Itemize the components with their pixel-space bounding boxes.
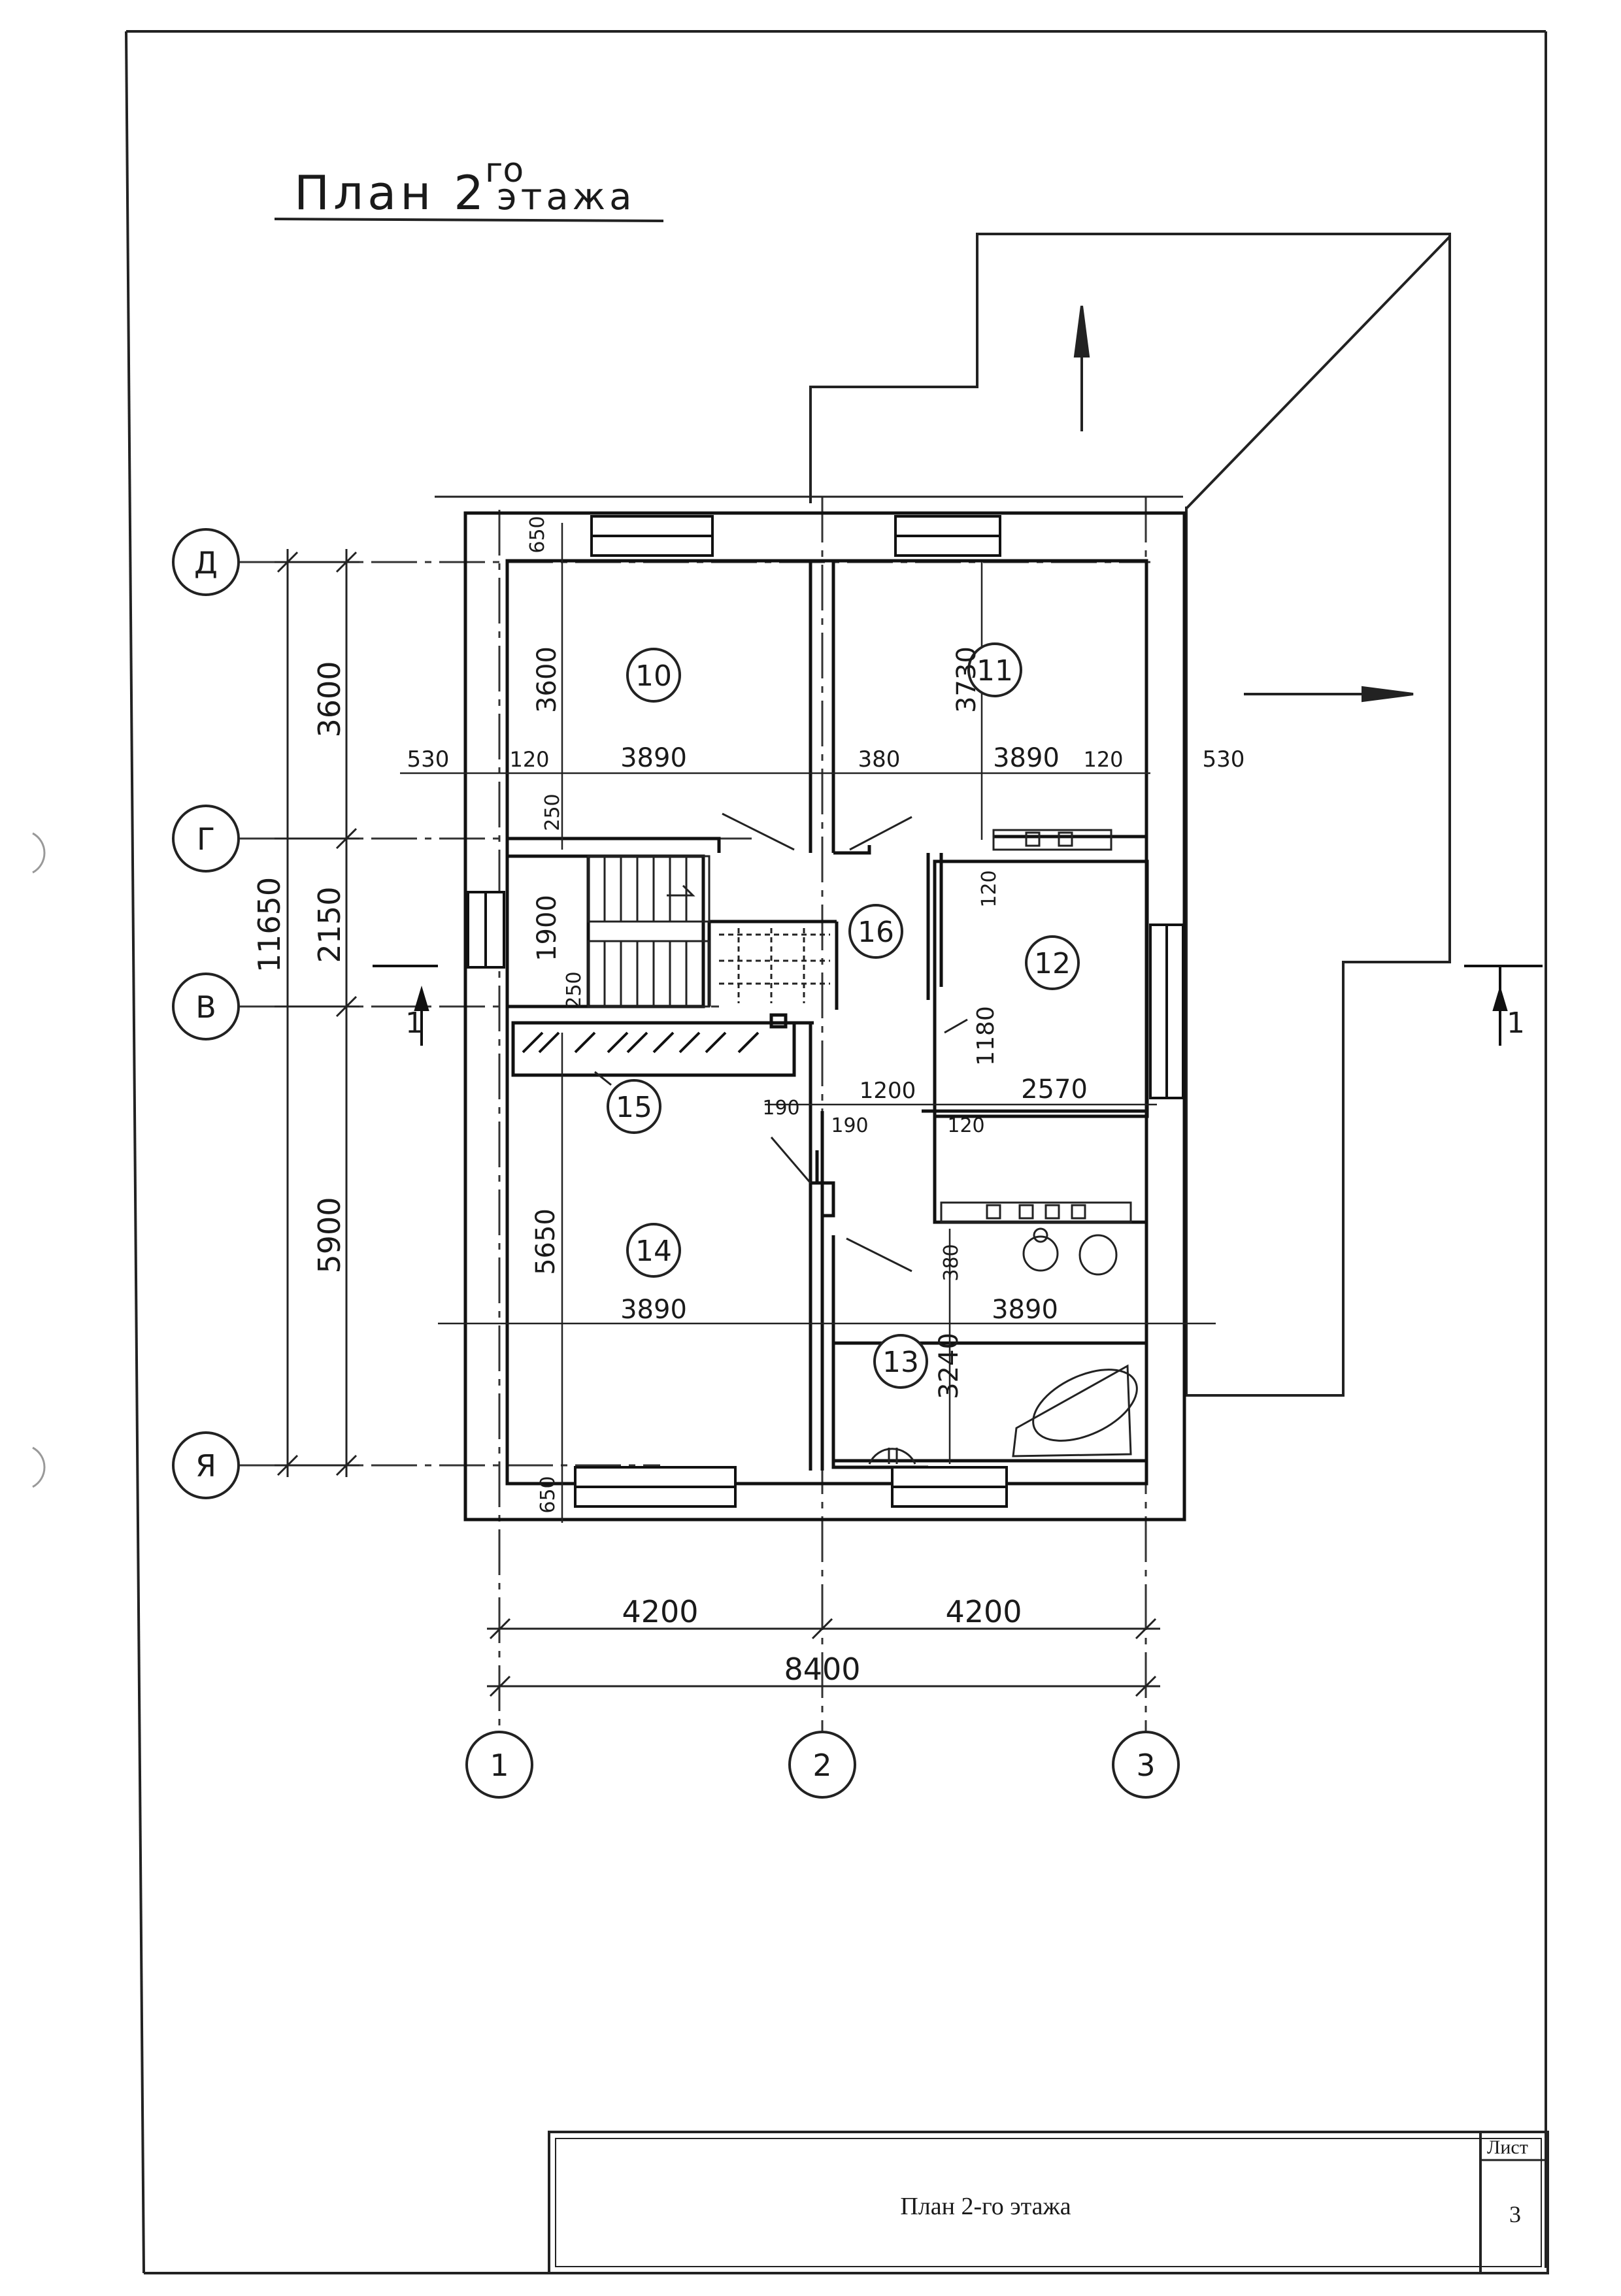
dim-partition-190-b: 190: [831, 1114, 868, 1137]
dim-room11-height: 3730: [952, 646, 982, 713]
room-number-16: 16: [858, 916, 894, 949]
door-swings: [722, 812, 968, 1273]
dim-room12-2570: 2570: [1021, 1074, 1088, 1105]
interior-walls: [505, 562, 1149, 1471]
dim-stair-1900: 1900: [532, 895, 562, 961]
axis-label-d: Д: [194, 545, 218, 580]
direction-arrows: [1073, 305, 1414, 703]
dim-bottom-total: 8400: [784, 1652, 860, 1687]
title-block: [548, 2131, 1549, 2274]
dim-bottom-wall: 650: [537, 1476, 560, 1513]
dim-left-5900: 5900: [312, 1197, 347, 1273]
bathroom-fixtures: [868, 829, 1138, 1465]
sheet-frame: [125, 30, 1547, 2274]
title-block-label: Лист: [1487, 2137, 1528, 2158]
dim-east-wall: 530: [1203, 746, 1245, 773]
axis-bubble-d: Д: [172, 528, 240, 596]
axis-bubble-2: 2: [788, 1731, 856, 1799]
left-dimension-lines: [275, 495, 1183, 1477]
dim-bottom-right: 4200: [945, 1594, 1022, 1629]
axis-label-2: 2: [812, 1748, 831, 1783]
axis-bubble-3: 3: [1112, 1731, 1180, 1799]
title-superscript: го: [485, 151, 524, 190]
axis-bubble-ya: Я: [172, 1431, 240, 1499]
dim-partition-250-a: 250: [541, 793, 564, 831]
axis-bubble-g: Г: [172, 805, 240, 873]
axis-label-1: 1: [490, 1748, 509, 1783]
room-bubble-12: 12: [1025, 935, 1080, 990]
room-number-14: 14: [635, 1235, 672, 1268]
axis-bubble-1: 1: [465, 1731, 533, 1799]
interior-dimension-lines: [400, 523, 1216, 1523]
stairs: [587, 855, 830, 1008]
dim-room12-1180: 1180: [973, 1006, 999, 1066]
title-prefix: План 2: [294, 165, 488, 220]
closet-hatch: [522, 1031, 760, 1054]
dim-partition-380-a: 380: [858, 746, 901, 773]
dim-wall-120-a: 120: [509, 747, 549, 772]
axis-label-v: В: [195, 990, 216, 1025]
binder-hole-top: [32, 832, 46, 874]
exterior-walls: [463, 511, 1186, 1522]
axis-bubble-v: В: [172, 973, 240, 1040]
dim-west-wall: 530: [407, 746, 450, 773]
site-outline: [809, 233, 1451, 1397]
room-number-15: 15: [616, 1091, 652, 1124]
bottom-dimension-lines: [487, 1618, 1160, 1697]
room-number-12: 12: [1034, 947, 1071, 980]
dim-left-3600: 3600: [312, 661, 347, 737]
plan-title: План 2 го этажа: [274, 151, 664, 222]
room-number-13: 13: [882, 1346, 919, 1379]
room-number-11: 11: [977, 654, 1013, 688]
room-bubble-16: 16: [848, 904, 903, 959]
dim-partition-380-b: 380: [940, 1244, 963, 1281]
title-suffix: этажа: [497, 176, 635, 218]
dim-left-2150: 2150: [312, 886, 347, 963]
binder-hole-bottom: [32, 1446, 46, 1488]
dim-room11-width: 3890: [993, 743, 1060, 773]
dim-top-wall: 650: [526, 516, 549, 553]
windows: [467, 515, 1184, 1508]
room-bubble-10: 10: [626, 648, 681, 703]
section-mark-left: 1: [405, 1007, 424, 1040]
dim-wall-120-d: 120: [947, 1114, 984, 1137]
section-cut-marks: [373, 965, 1543, 1046]
dim-wall-120-c: 120: [978, 870, 1001, 907]
dim-partition-190-a: 190: [762, 1097, 799, 1120]
room-bubble-13: 13: [873, 1334, 928, 1389]
dim-corridor-1200: 1200: [860, 1078, 916, 1104]
room-bubble-14: 14: [626, 1223, 681, 1278]
title-block-name: План 2-го этажа: [900, 2193, 1071, 2220]
axis-label-g: Г: [197, 822, 215, 857]
dim-room10-height: 3600: [532, 646, 562, 713]
room-number-10: 10: [635, 659, 672, 693]
dim-bottom-left: 4200: [622, 1594, 698, 1629]
title-block-sheet: 3: [1509, 2201, 1521, 2227]
room-bubble-15: 15: [594, 1071, 661, 1134]
axis-label-3: 3: [1136, 1748, 1155, 1783]
axis-label-ya: Я: [195, 1448, 216, 1484]
dim-room13-width: 3890: [992, 1295, 1058, 1325]
title-underline: [274, 218, 664, 222]
dim-partition-250-b: 250: [563, 971, 586, 1008]
dim-room13-height: 3240: [934, 1333, 964, 1399]
dim-wall-120-b: 120: [1083, 747, 1123, 772]
dim-room10-width: 3890: [620, 743, 687, 773]
dim-room14-height: 5650: [531, 1208, 561, 1275]
dim-room14-width: 3890: [620, 1295, 687, 1325]
room-bubble-11: 11: [967, 642, 1022, 697]
dim-left-total: 11650: [252, 877, 287, 973]
section-mark-right: 1: [1507, 1007, 1525, 1040]
